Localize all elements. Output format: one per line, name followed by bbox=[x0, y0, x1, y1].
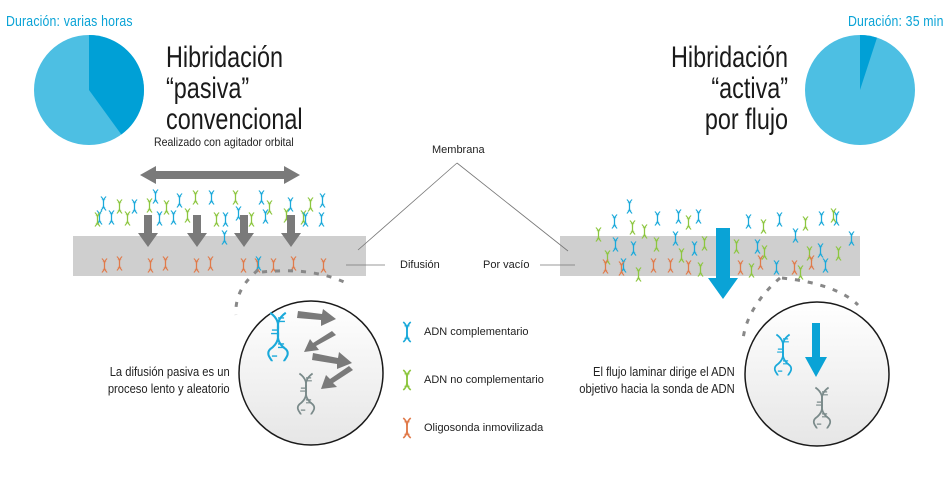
dna-complementary-icon bbox=[262, 209, 269, 224]
duration-label-active: Duración: 35 min bbox=[848, 13, 944, 30]
membrane-pointer-lines bbox=[346, 162, 575, 266]
pie-passive-slice-duration bbox=[89, 35, 144, 135]
dna-complementary-icon bbox=[170, 210, 177, 225]
dna-non-complementary-icon bbox=[830, 208, 837, 223]
dna-complementary-icon bbox=[695, 209, 702, 224]
title-line: “activa” bbox=[711, 72, 788, 105]
dna-complementary-icon bbox=[611, 214, 618, 229]
dna-complementary-icon bbox=[108, 210, 115, 225]
dna-non-complementary-icon bbox=[184, 208, 191, 223]
membrane-label: Membrana bbox=[432, 144, 485, 156]
dna-non-complementary-icon bbox=[402, 368, 412, 392]
duration-pie-passive bbox=[34, 35, 144, 145]
legend-item-complementary: ADN complementario bbox=[424, 326, 529, 338]
dna-complementary-icon bbox=[675, 209, 682, 224]
diffusion-arrow-down-icon bbox=[187, 215, 207, 247]
magnified-view-passive bbox=[238, 300, 384, 446]
dna-complementary-icon bbox=[745, 214, 752, 229]
diffusion-label: Difusión bbox=[400, 259, 440, 271]
dna-complementary-icon bbox=[258, 190, 265, 205]
dna-non-complementary-icon bbox=[116, 199, 123, 214]
dna-immobilized-probe-icon bbox=[402, 416, 412, 440]
diffusion-arrow-down-icon bbox=[234, 215, 254, 247]
caption-passive: La difusión pasiva es un proceso lento y… bbox=[88, 363, 230, 397]
dna-complementary-icon bbox=[152, 189, 159, 204]
caption-line: objetivo hacia la sonda de ADN bbox=[579, 381, 735, 396]
title-line: Hibridación bbox=[670, 41, 788, 74]
dna-complementary-icon bbox=[402, 320, 412, 344]
title-passive: Hibridación “pasiva” convencional bbox=[166, 42, 341, 135]
title-line: Hibridación bbox=[166, 41, 284, 74]
orbital-shaking-double-arrow bbox=[140, 166, 300, 184]
dna-non-complementary-icon bbox=[307, 197, 314, 212]
dna-complementary-icon bbox=[176, 193, 183, 208]
caption-line: proceso lento y aleatorio bbox=[108, 381, 230, 396]
legend-item-non-complementary: ADN no complementario bbox=[424, 374, 544, 386]
duration-label-passive: Duración: varias horas bbox=[6, 13, 133, 30]
random-arrow-icon bbox=[321, 366, 353, 389]
dna-non-complementary-icon bbox=[213, 212, 220, 227]
dna-non-complementary-icon bbox=[232, 190, 239, 205]
dna-non-complementary-icon bbox=[760, 219, 767, 234]
dna-complementary-icon bbox=[100, 196, 107, 211]
random-arrow-icon bbox=[304, 331, 336, 352]
title-line: por flujo bbox=[704, 103, 788, 136]
diffusion-arrow-down-icon bbox=[281, 215, 301, 247]
diffusion-arrows bbox=[138, 215, 301, 247]
duration-pie-active bbox=[805, 35, 915, 145]
pie-active-slice-duration bbox=[860, 35, 877, 90]
zoom-indicator-left bbox=[234, 268, 351, 316]
random-motion-arrows bbox=[297, 309, 353, 389]
dna-complementary-icon bbox=[318, 212, 325, 227]
dna-complementary-icon bbox=[833, 211, 840, 226]
dna-non-complementary-icon bbox=[124, 211, 131, 226]
dna-non-complementary-icon bbox=[163, 200, 170, 215]
caption-line: La difusión pasiva es un bbox=[110, 364, 230, 379]
dna-non-complementary-icon bbox=[266, 200, 273, 215]
vacuum-flow-arrow-icon bbox=[708, 228, 738, 299]
zoom-indicator-right bbox=[741, 276, 860, 341]
dna-non-complementary-icon bbox=[248, 212, 255, 227]
title-active: Hibridación “activa” por flujo bbox=[638, 42, 788, 135]
random-arrow-icon bbox=[312, 352, 352, 369]
dna-complementary-icon bbox=[222, 212, 229, 227]
orbital-shaker-subtitle: Realizado con agitador orbital bbox=[154, 135, 294, 149]
title-line: convencional bbox=[166, 103, 303, 136]
vacuum-label: Por vacío bbox=[483, 259, 530, 271]
flow-arrow-icon bbox=[805, 323, 827, 377]
dna-non-complementary-icon bbox=[629, 220, 636, 235]
diffusion-arrow-down-icon bbox=[138, 215, 158, 247]
dna-complementary-icon bbox=[654, 211, 661, 226]
legend-item-immobilized-probe: Oligosonda inmovilizada bbox=[424, 422, 544, 434]
dna-non-complementary-icon bbox=[192, 190, 199, 205]
dna-complementary-icon bbox=[156, 211, 163, 226]
caption-active: El flujo laminar dirige el ADN objetivo … bbox=[554, 363, 735, 397]
dna-non-complementary-icon bbox=[146, 198, 153, 213]
dna-complementary-icon bbox=[319, 193, 326, 208]
title-line: “pasiva” bbox=[166, 72, 250, 105]
dna-complementary-icon bbox=[131, 199, 138, 214]
caption-line: El flujo laminar dirige el ADN bbox=[593, 364, 735, 379]
dna-complementary-icon bbox=[208, 190, 215, 205]
membrane-left bbox=[73, 236, 366, 276]
dna-complementary-icon bbox=[776, 212, 783, 227]
dna-non-complementary-icon bbox=[802, 216, 809, 231]
dna-complementary-icon bbox=[818, 211, 825, 226]
random-arrow-icon bbox=[297, 309, 336, 326]
dna-complementary-icon bbox=[626, 199, 633, 214]
dna-non-complementary-icon bbox=[685, 215, 692, 230]
